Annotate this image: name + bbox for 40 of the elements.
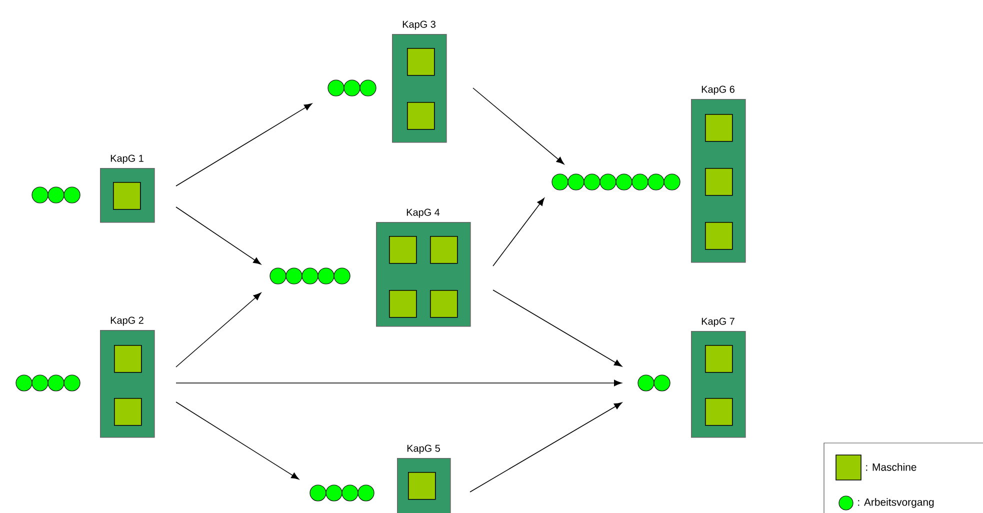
machine-square [114,345,142,373]
arrow [492,198,544,266]
operation-queue [328,80,376,96]
arrow [492,290,622,367]
legend-text: : Maschine [866,463,916,471]
arrow [472,88,564,164]
arrow [176,103,312,186]
machine-square [113,182,141,210]
node-label: KapG 7 [702,318,734,327]
arrow [176,206,262,264]
machine-square [705,222,733,250]
machine-square [430,290,458,318]
operation-queue [270,268,350,284]
operation-queue [638,374,670,392]
machine-square [705,114,733,142]
arrow [176,292,262,368]
node-label: KapG 3 [402,20,436,30]
machine-square [430,236,458,264]
node-label: KapG 2 [110,316,144,326]
machine-square [389,236,417,264]
machine-square [114,398,142,426]
arrow [176,402,300,480]
operation-queue [310,484,374,502]
machine-square [407,102,435,130]
machine-square [705,398,733,426]
node-label: KapG 4 [406,208,440,218]
node-label: KapG 1 [110,154,144,164]
operation-queue [32,186,80,204]
machine-square [705,345,733,373]
legend-text: : Arbeitsvorgang [858,498,934,508]
node-label: KapG 5 [407,444,440,454]
node-label: KapG 6 [702,86,734,95]
arrow [470,402,622,492]
machine-square [408,472,436,500]
machine-square [407,48,435,76]
machine-square [705,168,733,196]
machine-square [389,290,417,318]
operation-queue [16,374,80,392]
operation-queue [552,174,680,190]
arrow [176,380,622,386]
